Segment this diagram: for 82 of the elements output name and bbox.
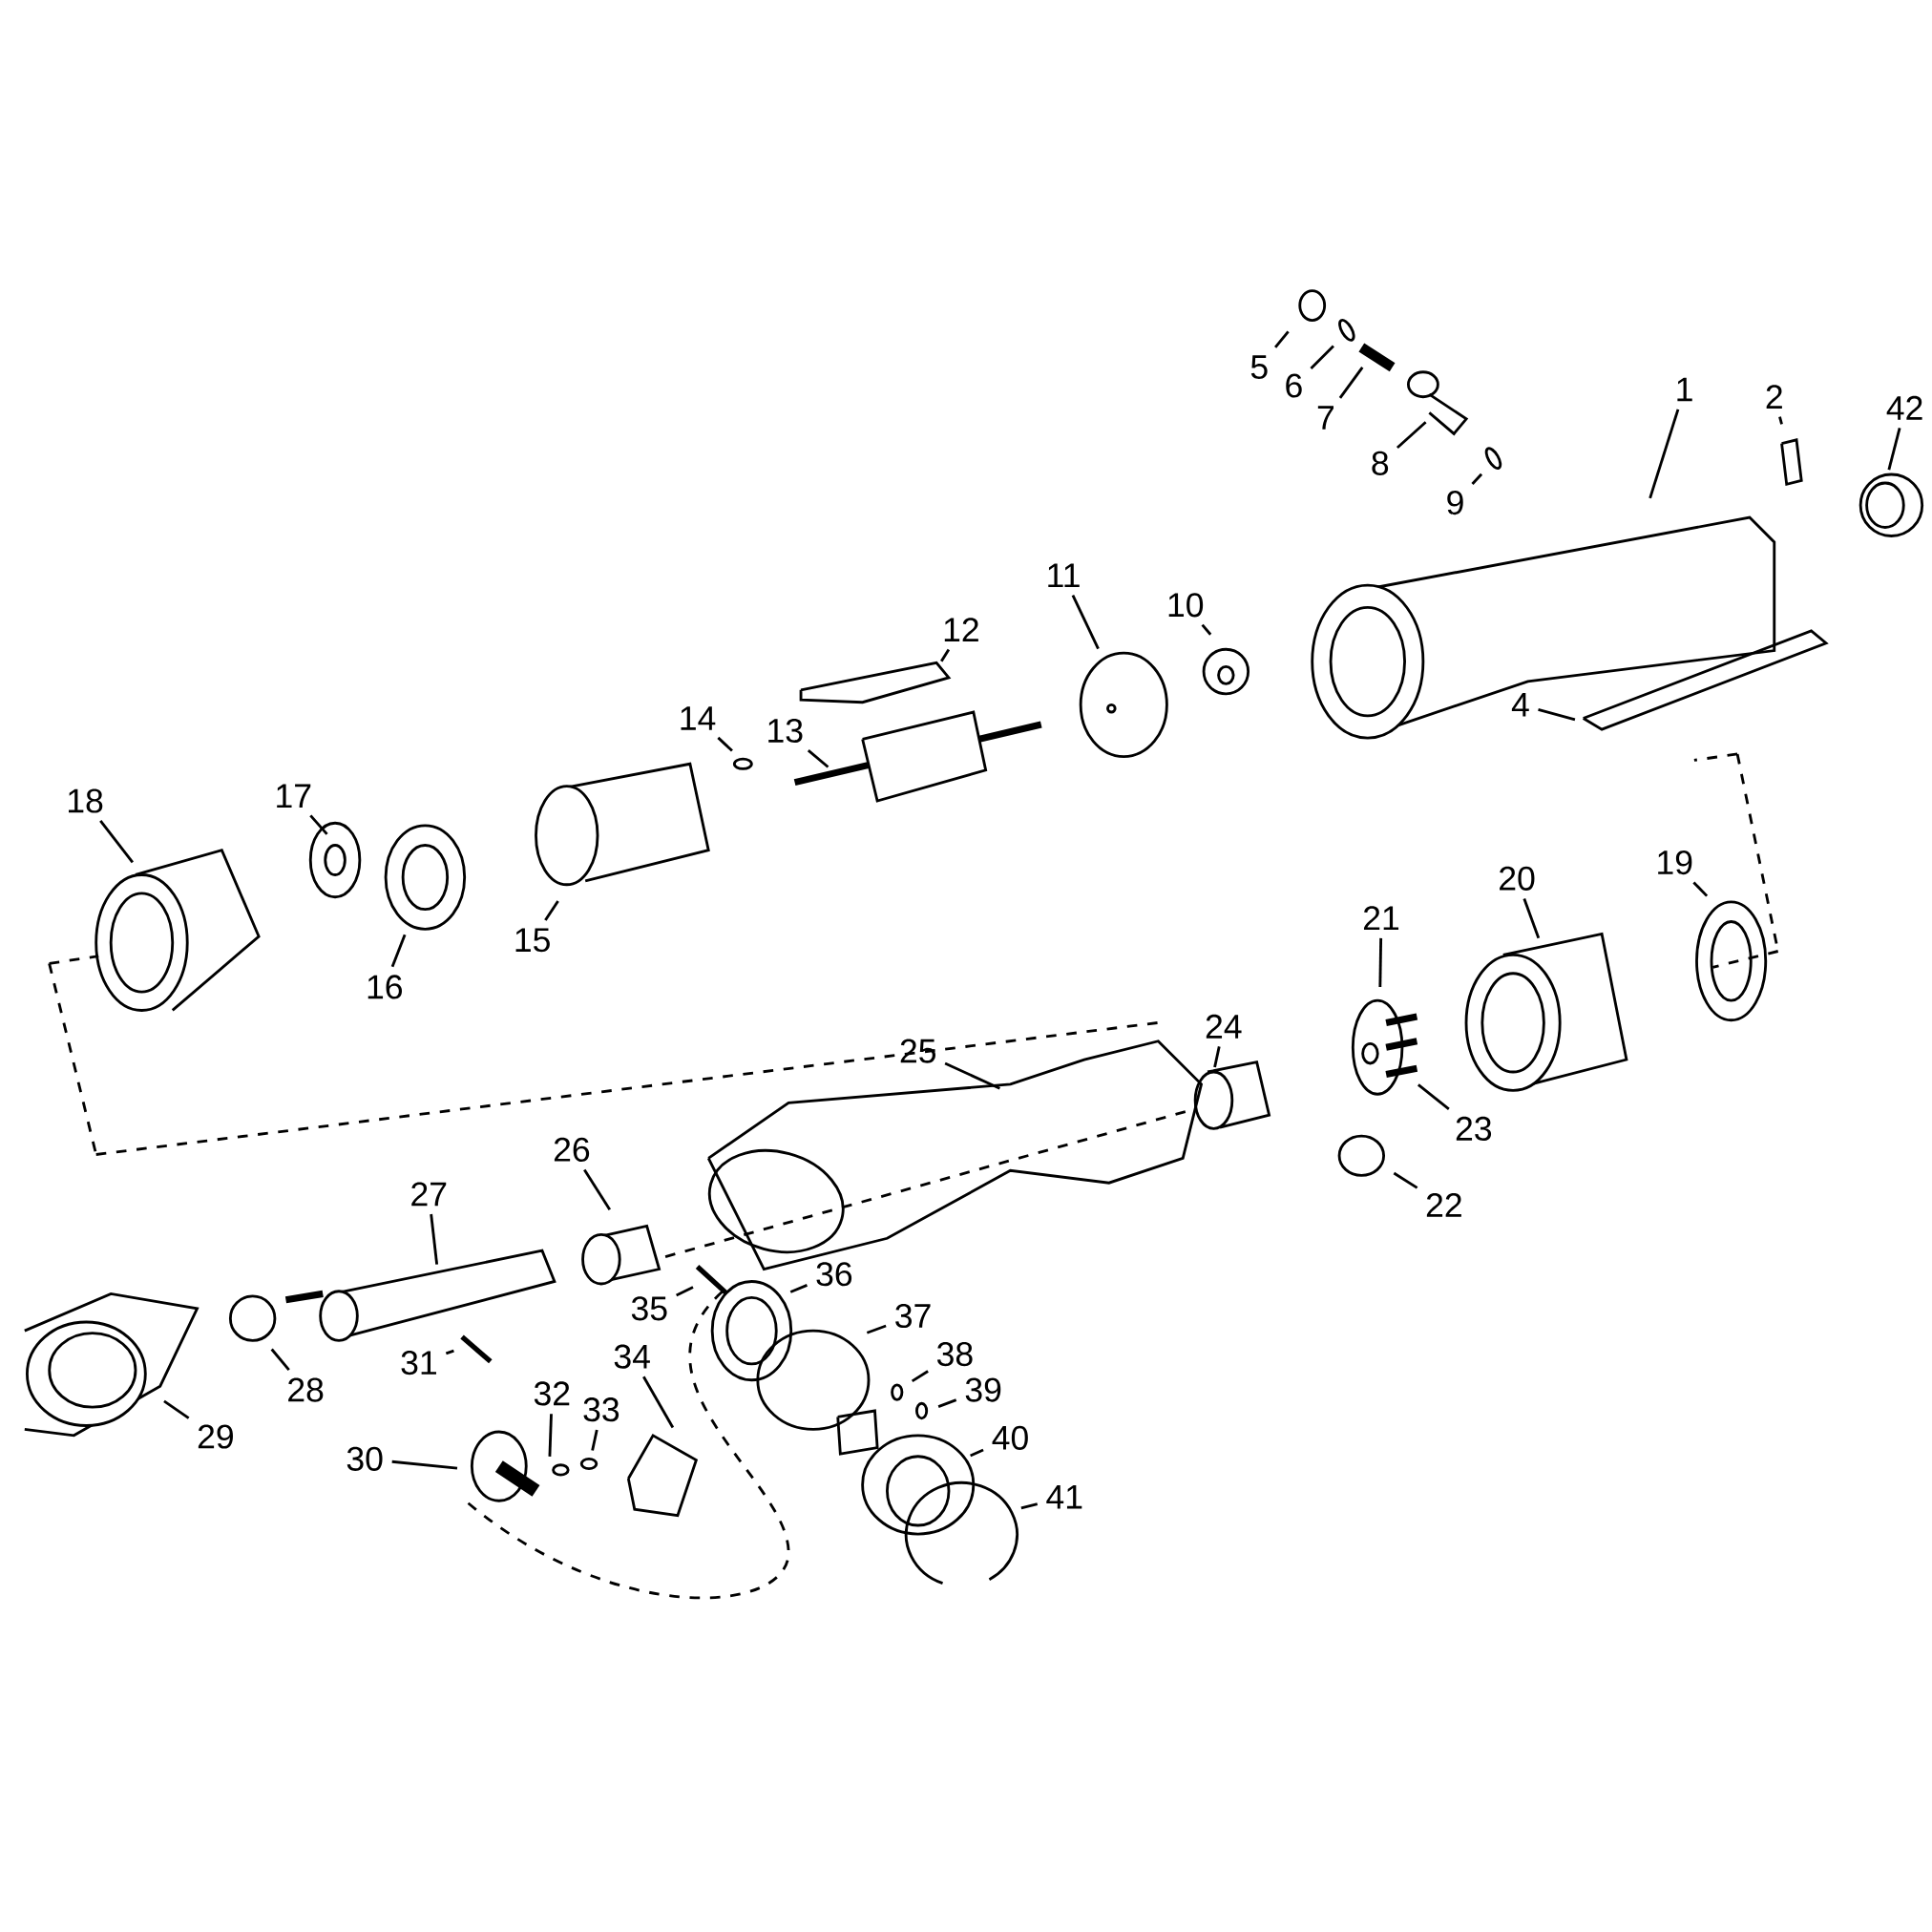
- leader-line: [1522, 898, 1541, 939]
- leader-line: [1338, 367, 1364, 399]
- leader-line: [1692, 881, 1709, 897]
- callout-number: 30: [346, 1446, 383, 1471]
- leader-line: [309, 814, 328, 835]
- callout-number: 6: [1286, 373, 1302, 398]
- leader-line: [1538, 708, 1576, 722]
- callout-number: 27: [411, 1182, 447, 1207]
- callout-number: 24: [1206, 1014, 1242, 1039]
- callout-number: 38: [936, 1342, 973, 1367]
- leader-line: [1201, 623, 1212, 636]
- callout-number: 19: [1658, 850, 1692, 875]
- callout-number: 34: [614, 1344, 650, 1369]
- callout-number: 40: [992, 1425, 1028, 1450]
- leader-line: [717, 736, 733, 752]
- callout-number: 21: [1364, 906, 1399, 931]
- callout-number: 9: [1447, 491, 1463, 515]
- leader-line: [544, 900, 559, 921]
- leader-line: [548, 1414, 553, 1457]
- leader-line: [1213, 1046, 1221, 1068]
- leader-line: [911, 1370, 929, 1383]
- leader-line: [1887, 428, 1901, 471]
- leader-line: [1273, 330, 1290, 348]
- leader-line: [1396, 421, 1427, 450]
- leader-line: [866, 1324, 887, 1334]
- callout-number: 1: [1677, 377, 1692, 402]
- leader-line: [1417, 1083, 1450, 1110]
- leader-line: [1471, 472, 1483, 486]
- callout-number: 4: [1511, 693, 1529, 717]
- callout-number: 32: [534, 1381, 570, 1406]
- callout-number: 10: [1168, 593, 1204, 618]
- callout-number: 33: [583, 1397, 620, 1422]
- leader-line: [642, 1376, 675, 1429]
- leader-line: [940, 648, 951, 662]
- callout-number: 25: [900, 1039, 935, 1063]
- callout-number: 29: [198, 1424, 233, 1449]
- leader-line: [944, 1061, 1000, 1090]
- leader-line: [970, 1448, 984, 1458]
- leader-line: [1378, 937, 1383, 988]
- leader-line: [391, 1460, 458, 1470]
- callout-number: 2: [1766, 385, 1782, 410]
- callout-number: 16: [368, 975, 402, 999]
- leader-line: [789, 1284, 808, 1293]
- leader-line: [1778, 416, 1783, 425]
- leader-line: [1020, 1502, 1039, 1510]
- callout-number: 5: [1250, 355, 1268, 380]
- callout-number: 41: [1046, 1485, 1082, 1509]
- callout-number: 22: [1426, 1192, 1461, 1217]
- callout-number: 39: [965, 1377, 1001, 1402]
- leader-line: [1393, 1171, 1418, 1189]
- leader-line: [1310, 345, 1334, 369]
- leader-line: [445, 1349, 454, 1355]
- callout-number: 36: [816, 1262, 852, 1287]
- callout-number: 28: [288, 1377, 324, 1402]
- leader-line: [163, 1399, 190, 1419]
- callout-number: 7: [1317, 406, 1334, 430]
- callout-number: 31: [401, 1351, 436, 1376]
- callout-number: 14: [681, 706, 716, 730]
- callout-number: 8: [1372, 451, 1389, 475]
- callout-number: 18: [69, 788, 103, 813]
- leader-line: [1071, 595, 1100, 650]
- leader-line: [676, 1286, 694, 1297]
- callout-number: 15: [515, 928, 550, 953]
- leader-line: [390, 934, 407, 968]
- leader-line: [591, 1429, 598, 1451]
- callout-number: 23: [1456, 1116, 1492, 1141]
- callout-number: 37: [895, 1303, 931, 1329]
- callout-number: 12: [944, 618, 978, 642]
- leader-line: [583, 1168, 611, 1210]
- leader-line: [807, 749, 830, 768]
- leader-line: [1648, 409, 1680, 499]
- callout-number: 35: [631, 1296, 667, 1321]
- callout-number: 11: [1048, 563, 1080, 588]
- callout-number: 26: [554, 1137, 590, 1162]
- leader-line: [270, 1348, 290, 1372]
- leader-line: [99, 820, 134, 864]
- leader-line: [937, 1398, 957, 1408]
- leader-line: [430, 1213, 439, 1265]
- callout-number: 17: [277, 784, 311, 808]
- callout-number: 13: [768, 718, 803, 744]
- callout-number: 20: [1500, 866, 1535, 891]
- callout-number: 42: [1886, 395, 1922, 420]
